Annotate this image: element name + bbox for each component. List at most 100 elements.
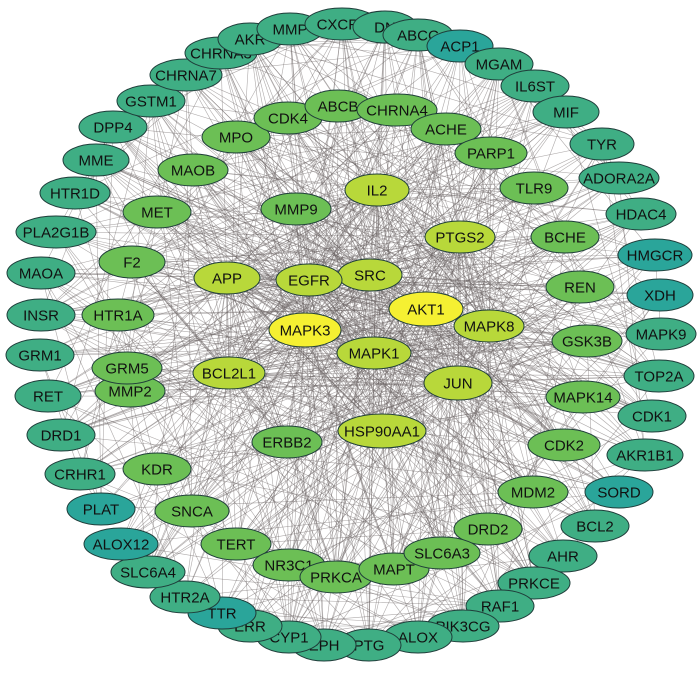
node-crhr1: CRHR1 <box>44 457 116 491</box>
node-src: SRC <box>337 258 403 292</box>
node-label: EGFR <box>288 273 330 290</box>
edge <box>381 286 581 432</box>
node-label: DRD1 <box>41 428 82 445</box>
edge <box>47 395 443 554</box>
node-label: KDR <box>141 462 173 479</box>
edge <box>445 128 461 238</box>
edge <box>425 308 564 557</box>
edge <box>425 111 567 310</box>
node-label: MET <box>141 205 173 222</box>
node-hdac4: HDAC4 <box>605 197 677 231</box>
node-label: PLAT <box>83 502 119 519</box>
node-ellipse <box>66 492 136 526</box>
node-jun: JUN <box>423 365 493 401</box>
node-label: TLR9 <box>516 181 553 198</box>
node-label: HSP90AA1 <box>344 424 420 441</box>
edge <box>249 444 565 627</box>
node-ellipse <box>578 161 660 195</box>
node-ellipse <box>154 494 230 528</box>
node-ellipse <box>584 475 654 509</box>
edge <box>228 372 325 646</box>
node-mmp9: MMP9 <box>260 192 332 226</box>
node-label: TOP2A <box>635 369 684 386</box>
node-hmgcr: HMGCR <box>617 238 693 272</box>
edge <box>235 136 565 446</box>
edge <box>112 126 230 374</box>
node-label: MAPK14 <box>553 390 612 407</box>
edge <box>396 109 565 446</box>
edge <box>60 274 371 436</box>
node-bcl2: BCL2 <box>560 509 630 543</box>
node-slc6a3: SLC6A3 <box>403 536 481 570</box>
edge <box>185 74 461 238</box>
node-label: MMP2 <box>108 384 151 401</box>
node-label: AHR <box>547 549 579 566</box>
edge <box>129 390 370 646</box>
edge <box>192 169 228 279</box>
node-akr1b1: AKR1B1 <box>606 438 684 472</box>
edge <box>373 352 646 456</box>
node-label: REN <box>564 280 596 297</box>
node-ellipse <box>530 220 600 254</box>
node-f2: F2 <box>98 245 166 279</box>
edge <box>40 169 194 316</box>
node-grm5: GRM5 <box>91 351 163 385</box>
node-dpp4: DPP4 <box>78 110 148 144</box>
node-label: PLA2G1B <box>23 225 90 242</box>
edge <box>445 128 653 417</box>
node-ptg: PTG <box>336 628 402 662</box>
node-label: MAOB <box>171 163 215 180</box>
node-label: IL6ST <box>515 79 555 96</box>
node-cdk2: CDK2 <box>527 428 601 462</box>
node-label: GSK3B <box>562 334 612 351</box>
edge <box>112 126 620 179</box>
edge <box>376 189 395 570</box>
node-ptgs2: PTGS2 <box>424 220 496 254</box>
node-label: XDH <box>644 288 676 305</box>
node-met: MET <box>122 195 192 229</box>
node-xdh: XDH <box>626 278 694 312</box>
node-label: APP <box>212 271 242 288</box>
edge <box>417 294 661 638</box>
node-ellipse <box>6 298 76 332</box>
node-app: APP <box>193 261 261 295</box>
node-label: PTGS2 <box>435 230 484 247</box>
node-label: GSTM1 <box>125 94 177 111</box>
edge <box>381 128 447 432</box>
edge <box>39 329 306 356</box>
node-label: MAPK9 <box>636 327 687 344</box>
edge <box>192 128 447 171</box>
edge <box>156 382 459 470</box>
node-label: CDK2 <box>544 438 584 455</box>
node-ellipse <box>497 475 569 509</box>
node-mapk1: MAPK1 <box>336 336 412 370</box>
edge <box>369 143 603 276</box>
edge <box>335 286 581 578</box>
node-erbb2: ERBB2 <box>251 425 323 459</box>
edge <box>47 277 228 397</box>
edge <box>295 208 459 384</box>
node-egfr: EGFR <box>275 263 343 297</box>
node-ellipse <box>625 317 697 351</box>
node-label: PRKCE <box>508 576 560 593</box>
edge <box>55 189 378 233</box>
node-ellipse <box>454 136 528 170</box>
node-tyr: TYR <box>569 127 635 161</box>
node-label: PARP1 <box>467 146 515 163</box>
edge <box>117 208 297 316</box>
edge <box>393 236 566 570</box>
edge <box>441 382 459 554</box>
node-mpo: MPO <box>201 120 271 154</box>
node-label: MAPK1 <box>349 346 400 363</box>
node-label: JUN <box>443 376 472 393</box>
edge <box>457 143 603 384</box>
node-ellipse <box>356 93 438 127</box>
node-gstm1: GSTM1 <box>116 84 186 118</box>
node-label: MMP <box>273 22 308 39</box>
node-label: PRKCA <box>310 570 362 587</box>
node-ren: REN <box>545 270 615 304</box>
node-snca: SNCA <box>154 494 230 528</box>
edge <box>117 45 461 316</box>
edge <box>156 211 383 432</box>
